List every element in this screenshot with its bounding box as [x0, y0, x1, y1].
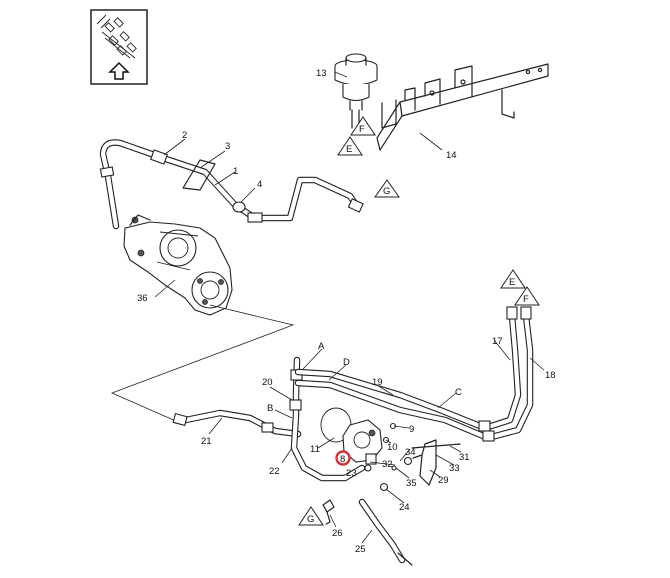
label-22: 22: [269, 466, 280, 477]
part-labels: 13 14 2 3 1 4 36 17 18 19 20 21 22 23 24…: [137, 68, 556, 555]
label-14: 14: [446, 150, 457, 161]
reservoir-13: [334, 53, 378, 129]
label-20: 20: [262, 377, 273, 388]
upper-pipe-assembly: [99, 139, 364, 230]
label-32: 32: [382, 459, 393, 470]
label-24: 24: [399, 502, 410, 513]
ref-triangle-e-top: E: [337, 136, 363, 156]
label-3: 3: [225, 141, 230, 152]
label-34: 34: [405, 447, 416, 458]
label-31: 31: [459, 452, 470, 463]
ref-triangle-g-right: G: [374, 179, 400, 198]
ref-triangle-f-top: F: [350, 116, 376, 136]
label-19: 19: [372, 377, 383, 388]
letter-b: B: [267, 403, 273, 414]
label-10: 10: [387, 442, 398, 453]
ref-triangle-f-right: F: [514, 286, 540, 306]
label-26: 26: [332, 528, 343, 539]
hose-25-26: [322, 498, 413, 566]
steering-gear-36: [123, 214, 233, 316]
pump-assembly: [320, 407, 383, 472]
ref-letter: G: [383, 186, 390, 197]
bracket-14: [376, 63, 549, 151]
pipe-letters: A B C D: [267, 341, 462, 414]
label-17: 17: [492, 336, 503, 347]
ref-triangle-e-right: E: [500, 269, 526, 289]
label-35: 35: [406, 478, 417, 489]
label-29: 29: [438, 475, 449, 486]
highlight-label: 8: [340, 454, 345, 465]
highlighted-part-8: 8: [335, 450, 351, 466]
label-23: 23: [346, 468, 357, 479]
connector-lines: [110, 304, 295, 423]
label-21: 21: [201, 436, 212, 447]
label-18: 18: [545, 370, 556, 381]
ref-letter: E: [509, 277, 515, 288]
hose-21: [172, 409, 302, 438]
ref-letter: E: [346, 144, 352, 155]
ref-triangle-g-bottom: G: [298, 506, 324, 526]
pipe-19: [294, 306, 534, 442]
orientation-inset: [90, 9, 148, 85]
ref-letter: G: [307, 514, 314, 525]
letter-c: C: [455, 387, 462, 398]
letter-d: D: [343, 357, 350, 368]
label-11: 11: [310, 444, 320, 455]
label-13: 13: [316, 68, 327, 79]
letter-a: A: [318, 341, 325, 352]
ref-letter: F: [523, 294, 529, 305]
label-1: 1: [233, 166, 238, 177]
label-2: 2: [182, 130, 187, 141]
label-4: 4: [257, 179, 262, 190]
label-25: 25: [355, 544, 366, 555]
ref-letter: F: [359, 124, 365, 135]
label-36: 36: [137, 293, 148, 304]
up-arrow-icon: [108, 61, 130, 80]
leader-lines: [154, 71, 545, 544]
label-33: 33: [449, 463, 460, 474]
label-9: 9: [409, 424, 414, 435]
